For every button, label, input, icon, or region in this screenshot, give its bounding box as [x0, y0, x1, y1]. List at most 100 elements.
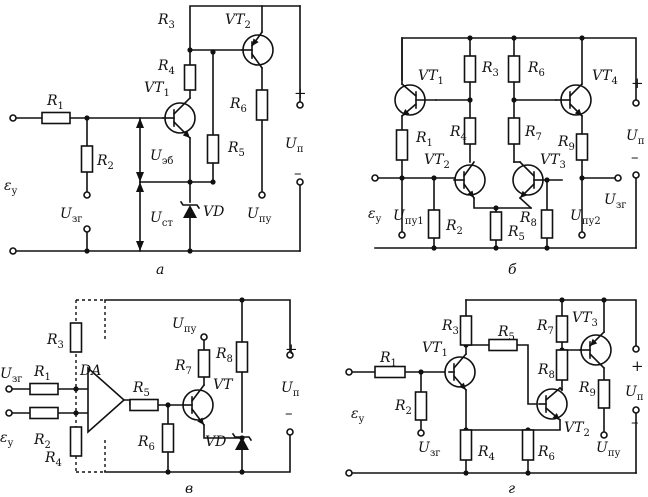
label-vt2: VT2	[424, 152, 450, 171]
terminal	[345, 368, 353, 376]
label-r1: R1	[46, 93, 64, 112]
junction-dot	[463, 470, 469, 476]
wire	[203, 424, 243, 439]
junction-dot	[73, 410, 79, 416]
sign-plus: +	[631, 74, 644, 92]
emitter-arrow	[402, 109, 410, 116]
terminal	[345, 469, 353, 477]
label-r2: R2	[394, 398, 412, 417]
label-upu1: Uпу1	[393, 208, 424, 227]
label-vd: VD	[205, 434, 226, 450]
sign-plus: +	[285, 340, 298, 358]
resistor-r1	[374, 365, 406, 379]
label-r7: R7	[536, 318, 554, 337]
wire	[465, 299, 637, 347]
label-upu: Uпу	[596, 440, 620, 459]
label-r9: R9	[578, 380, 596, 399]
junction-dot	[165, 469, 171, 475]
junction-dot	[431, 245, 437, 251]
label-r3: R3	[441, 318, 459, 337]
terminal	[614, 174, 622, 182]
label-r1: R1	[33, 364, 51, 383]
label-r6: R6	[537, 444, 555, 463]
resistor-r6	[507, 55, 521, 83]
emitter-arrow	[520, 190, 528, 198]
transistor-vt2	[453, 160, 486, 200]
wire	[473, 197, 532, 209]
junction-dot	[210, 179, 216, 185]
resistor-r7	[507, 117, 521, 145]
label-r5: R5	[227, 140, 245, 159]
wire	[516, 344, 540, 405]
label-upu: Uпу	[172, 316, 196, 335]
terminal	[83, 225, 91, 233]
junction-dot	[493, 245, 499, 251]
panel-caption: г	[508, 481, 515, 497]
label-r3: R3	[157, 12, 175, 31]
sign-plus: +	[631, 357, 644, 375]
transistor-vt3	[512, 160, 547, 200]
terminal	[258, 191, 266, 199]
label-uzg: Uзг	[604, 192, 627, 211]
resistor-r7	[555, 315, 569, 343]
label-da: DA	[79, 363, 101, 379]
label-uzg: Uзг	[418, 440, 441, 459]
label-r2: R2	[96, 153, 114, 172]
label-r8: R8	[519, 210, 537, 229]
label-r2: R2	[445, 218, 463, 237]
label-r5: R5	[132, 380, 150, 399]
panel-caption: в	[185, 481, 193, 497]
junction-dot	[73, 386, 79, 392]
resistor-r4	[183, 64, 197, 91]
resistor-r6	[521, 429, 535, 461]
resistor-r5	[206, 134, 220, 164]
transistor-vt1	[162, 96, 196, 140]
zener-vd	[179, 200, 201, 218]
label-uzg: Uзг	[0, 366, 23, 385]
sign-plus: +	[294, 84, 307, 102]
label-up: Uп	[626, 128, 645, 147]
sign-minus: –	[285, 404, 293, 422]
label-vt4: VT4	[592, 68, 618, 87]
panel-caption: б	[508, 262, 517, 278]
terminal	[578, 231, 586, 239]
terminal	[296, 178, 304, 186]
resistor-r1	[41, 111, 71, 125]
wire	[189, 5, 301, 51]
resistor-r8	[235, 341, 249, 373]
label-r3: R3	[481, 60, 499, 79]
emitter-arrow	[574, 108, 582, 116]
wire	[139, 162, 214, 183]
transistor-vt2	[241, 30, 274, 70]
label-r2: R2	[33, 432, 51, 451]
junction-dot	[544, 177, 550, 183]
label-r4: R4	[449, 124, 467, 143]
label-vt3: VT3	[540, 152, 566, 171]
terminal	[286, 351, 294, 359]
terminal	[200, 333, 208, 341]
transistor-vt2	[536, 386, 568, 422]
label-r9: R9	[557, 134, 575, 153]
terminal	[371, 174, 379, 182]
label-upu2: Uпу2	[570, 208, 601, 227]
components	[5, 30, 640, 477]
terminal	[286, 428, 294, 436]
resistor-r1	[395, 129, 409, 161]
resistor-r2	[427, 209, 441, 239]
junction-dot	[601, 297, 607, 303]
resistor-r3	[69, 322, 83, 353]
label-r4: R4	[477, 444, 495, 463]
emitter-arrow	[182, 130, 190, 138]
wire	[518, 196, 533, 210]
wire	[527, 419, 561, 431]
label-r4: R4	[157, 58, 175, 77]
label-r7: R7	[524, 124, 542, 143]
terminal	[632, 406, 640, 414]
terminal	[417, 429, 425, 437]
wire	[581, 159, 616, 179]
resistor-r3	[463, 55, 477, 83]
resistor-r9	[575, 133, 589, 161]
emitter-arrow	[552, 413, 560, 420]
label-up: Uп	[285, 136, 304, 155]
label-r5: R5	[497, 324, 515, 343]
